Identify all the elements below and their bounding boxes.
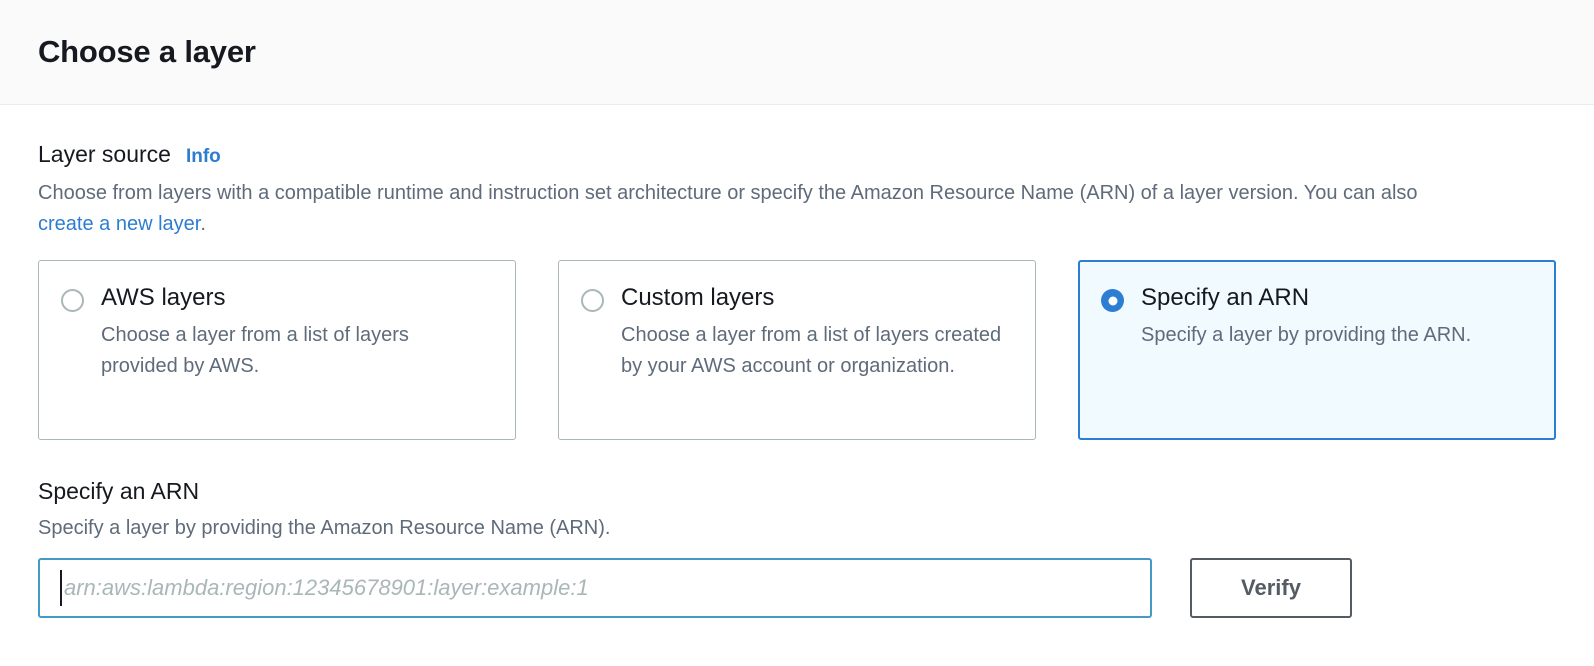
layer-source-description-text1: Choose from layers with a compatible run… bbox=[38, 182, 1418, 204]
verify-button[interactable]: Verify bbox=[1190, 558, 1352, 618]
arn-input-wrapper bbox=[38, 558, 1152, 618]
radio-card-specify-arn-description: Specify a layer by providing the ARN. bbox=[1141, 324, 1472, 346]
radio-card-aws-layers-title: AWS layers bbox=[101, 284, 226, 311]
radio-card-custom-layers-description: Choose a layer from a list of layers cre… bbox=[621, 324, 1002, 377]
radio-icon-specify-arn[interactable] bbox=[1101, 289, 1124, 312]
arn-section-heading: Specify an ARN bbox=[38, 478, 200, 504]
radio-card-aws-layers-text: AWS layers Choose a layer from a list of… bbox=[101, 283, 491, 417]
modal-header: Choose a layer bbox=[0, 0, 1594, 105]
radio-card-specify-arn-text: Specify an ARN Specify a layer by provid… bbox=[1141, 283, 1471, 417]
modal-body: Layer source Info Choose from layers wit… bbox=[0, 105, 1594, 666]
radio-card-custom-layers-title: Custom layers bbox=[621, 284, 775, 311]
radio-card-aws-layers[interactable]: AWS layers Choose a layer from a list of… bbox=[38, 260, 516, 440]
arn-section-subtext: Specify a layer by providing the Amazon … bbox=[38, 517, 611, 539]
create-new-layer-link[interactable]: create a new layer bbox=[38, 213, 201, 235]
layer-source-label-row: Layer source Info bbox=[38, 141, 1556, 168]
arn-section: Specify an ARN Specify a layer by provid… bbox=[38, 478, 1556, 618]
arn-input[interactable] bbox=[38, 558, 1152, 618]
text-caret bbox=[60, 570, 62, 606]
radio-card-specify-arn-title: Specify an ARN bbox=[1141, 284, 1310, 311]
radio-icon-aws-layers[interactable] bbox=[61, 289, 84, 312]
page-title: Choose a layer bbox=[38, 34, 256, 69]
layer-source-description: Choose from layers with a compatible run… bbox=[38, 178, 1478, 240]
layer-source-description-text2: . bbox=[200, 213, 206, 235]
radio-card-custom-layers[interactable]: Custom layers Choose a layer from a list… bbox=[558, 260, 1036, 440]
radio-icon-custom-layers[interactable] bbox=[581, 289, 604, 312]
radio-card-custom-layers-text: Custom layers Choose a layer from a list… bbox=[621, 283, 1011, 417]
info-link[interactable]: Info bbox=[185, 146, 221, 167]
arn-input-row: Verify bbox=[38, 558, 1556, 618]
radio-card-aws-layers-description: Choose a layer from a list of layers pro… bbox=[101, 324, 409, 377]
layer-source-label: Layer source bbox=[38, 141, 171, 167]
radio-card-specify-arn[interactable]: Specify an ARN Specify a layer by provid… bbox=[1078, 260, 1556, 440]
layer-source-radio-group: AWS layers Choose a layer from a list of… bbox=[38, 260, 1556, 440]
